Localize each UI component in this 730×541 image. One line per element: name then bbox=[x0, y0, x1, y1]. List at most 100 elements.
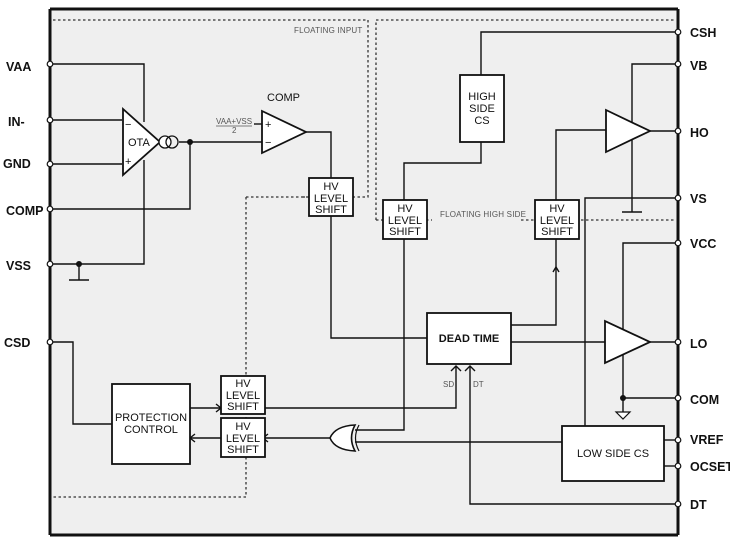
comparator bbox=[261, 109, 309, 155]
hv-level-shift-prot-out: HV LEVEL SHIFT bbox=[220, 375, 266, 415]
pin-csd: CSD bbox=[4, 336, 54, 350]
floating-input-label: FLOATING INPUT bbox=[294, 26, 362, 35]
comp-plus-sign: + bbox=[265, 119, 271, 131]
svg-text:IN-: IN- bbox=[8, 115, 25, 129]
hv-level-shift-hsdrive: HV LEVEL SHIFT bbox=[534, 199, 580, 240]
current-source-icon bbox=[158, 135, 172, 149]
floating-high-side-label: FLOATING HIGH SIDE bbox=[440, 210, 526, 219]
wire-comp-out bbox=[306, 131, 332, 178]
svg-text:LEVEL: LEVEL bbox=[388, 215, 422, 227]
dead-time-sd-label: SD bbox=[443, 380, 454, 389]
svg-text:VSS: VSS bbox=[6, 259, 31, 273]
high-side-driver bbox=[605, 108, 653, 154]
pin-com: COM bbox=[674, 393, 719, 407]
junction-vss bbox=[76, 261, 82, 267]
hv-level-shift-prot-in: HV LEVEL SHIFT bbox=[220, 417, 266, 458]
high-side-cs-block: HIGH SIDE CS bbox=[459, 74, 505, 143]
svg-text:HO: HO bbox=[690, 126, 709, 140]
pin-vb: VB bbox=[674, 59, 707, 73]
pin-vaa: VAA bbox=[6, 60, 54, 74]
svg-text:COMP: COMP bbox=[6, 204, 44, 218]
wire-vaa bbox=[50, 63, 145, 122]
svg-text:SHIFT: SHIFT bbox=[227, 444, 259, 456]
wire-ls1-to-deadtime bbox=[330, 216, 427, 339]
arrow-sd bbox=[450, 365, 462, 372]
svg-text:HV: HV bbox=[397, 203, 413, 215]
svg-text:LEVEL: LEVEL bbox=[540, 215, 574, 227]
wire-ls2-to-or bbox=[355, 239, 405, 431]
pin-vref: VREF bbox=[674, 433, 724, 447]
hv-level-shift-hscs: HV LEVEL SHIFT bbox=[382, 199, 428, 240]
dead-time-dt-label: DT bbox=[473, 380, 484, 389]
or-gate bbox=[329, 424, 357, 452]
arrow-to-ls3 bbox=[552, 265, 560, 273]
wire-hscs-to-ls2 bbox=[403, 139, 482, 200]
svg-text:CSH: CSH bbox=[690, 26, 716, 40]
floating-high-side-region bbox=[375, 19, 676, 220]
pin-ocset: OCSET bbox=[674, 460, 730, 474]
arrow-dt bbox=[464, 365, 476, 372]
low-side-cs-block: LOW SIDE CS bbox=[561, 425, 665, 482]
svg-text:LOW SIDE CS: LOW SIDE CS bbox=[577, 448, 649, 460]
svg-text:SHIFT: SHIFT bbox=[389, 226, 421, 238]
pin-lo: LO bbox=[674, 337, 708, 351]
protection-control-block: PROTECTION CONTROL bbox=[111, 383, 191, 465]
svg-text:OCSET: OCSET bbox=[690, 460, 730, 474]
wire-vb bbox=[631, 63, 678, 212]
right-pins: CSH VB HO VS VCC LO COM VREF OCSET DT bbox=[674, 26, 730, 512]
junction-ota-out bbox=[187, 139, 193, 145]
ota-amplifier bbox=[122, 106, 162, 178]
comp-ref-denominator: 2 bbox=[232, 126, 237, 135]
pin-vss: VSS bbox=[6, 259, 54, 273]
svg-text:DEAD TIME: DEAD TIME bbox=[439, 333, 500, 345]
wire-sd bbox=[263, 366, 457, 409]
comp-label: COMP bbox=[267, 92, 300, 104]
pin-vcc: VCC bbox=[674, 237, 716, 251]
svg-text:SHIFT: SHIFT bbox=[227, 401, 259, 413]
pin-dt: DT bbox=[674, 498, 707, 512]
pin-comp: COMP bbox=[6, 204, 54, 218]
wire-ls3-to-hsdrv bbox=[555, 129, 606, 200]
ota-plus-sign: + bbox=[125, 156, 131, 168]
svg-text:SIDE: SIDE bbox=[469, 103, 495, 115]
svg-text:GND: GND bbox=[3, 157, 31, 171]
low-side-driver bbox=[604, 319, 653, 365]
pin-in-minus: IN- bbox=[8, 115, 54, 129]
svg-text:HIGH: HIGH bbox=[468, 91, 496, 103]
or-gate-input-arc bbox=[354, 424, 360, 452]
com-ground-symbol bbox=[614, 411, 632, 420]
svg-text:VREF: VREF bbox=[690, 433, 724, 447]
svg-text:VCC: VCC bbox=[690, 237, 716, 251]
pin-ho: HO bbox=[674, 126, 709, 140]
svg-text:COM: COM bbox=[690, 393, 719, 407]
wire-comp-pin bbox=[50, 142, 191, 210]
svg-text:CSD: CSD bbox=[4, 336, 30, 350]
region-label-bg bbox=[432, 214, 520, 225]
current-source-icon-2 bbox=[165, 135, 179, 149]
wire-csh bbox=[480, 31, 678, 75]
wire-dt bbox=[469, 366, 678, 505]
svg-text:DT: DT bbox=[690, 498, 707, 512]
comp-minus-sign: − bbox=[265, 137, 271, 149]
svg-text:SHIFT: SHIFT bbox=[315, 204, 347, 216]
left-pins: VAA IN- GND COMP VSS CSD bbox=[3, 60, 54, 350]
svg-text:PROTECTION: PROTECTION bbox=[115, 412, 187, 424]
hv-level-shift-input: HV LEVEL SHIFT bbox=[308, 177, 354, 217]
comp-ref-numerator: VAA+VSS bbox=[216, 117, 252, 126]
svg-text:LO: LO bbox=[690, 337, 708, 351]
svg-text:LEVEL: LEVEL bbox=[226, 433, 260, 445]
svg-text:VAA: VAA bbox=[6, 60, 31, 74]
svg-text:SHIFT: SHIFT bbox=[541, 226, 573, 238]
svg-text:VS: VS bbox=[690, 192, 707, 206]
wire-vs bbox=[584, 197, 678, 426]
pin-vs: VS bbox=[674, 192, 707, 206]
svg-text:LEVEL: LEVEL bbox=[314, 193, 348, 205]
wire-csd bbox=[50, 341, 112, 425]
ota-minus-sign: − bbox=[125, 119, 131, 131]
ota-label: OTA bbox=[128, 137, 150, 149]
pin-gnd: GND bbox=[3, 157, 54, 171]
svg-text:HV: HV bbox=[549, 203, 565, 215]
wire-vcc bbox=[622, 242, 678, 330]
svg-text:HV: HV bbox=[235, 421, 251, 433]
